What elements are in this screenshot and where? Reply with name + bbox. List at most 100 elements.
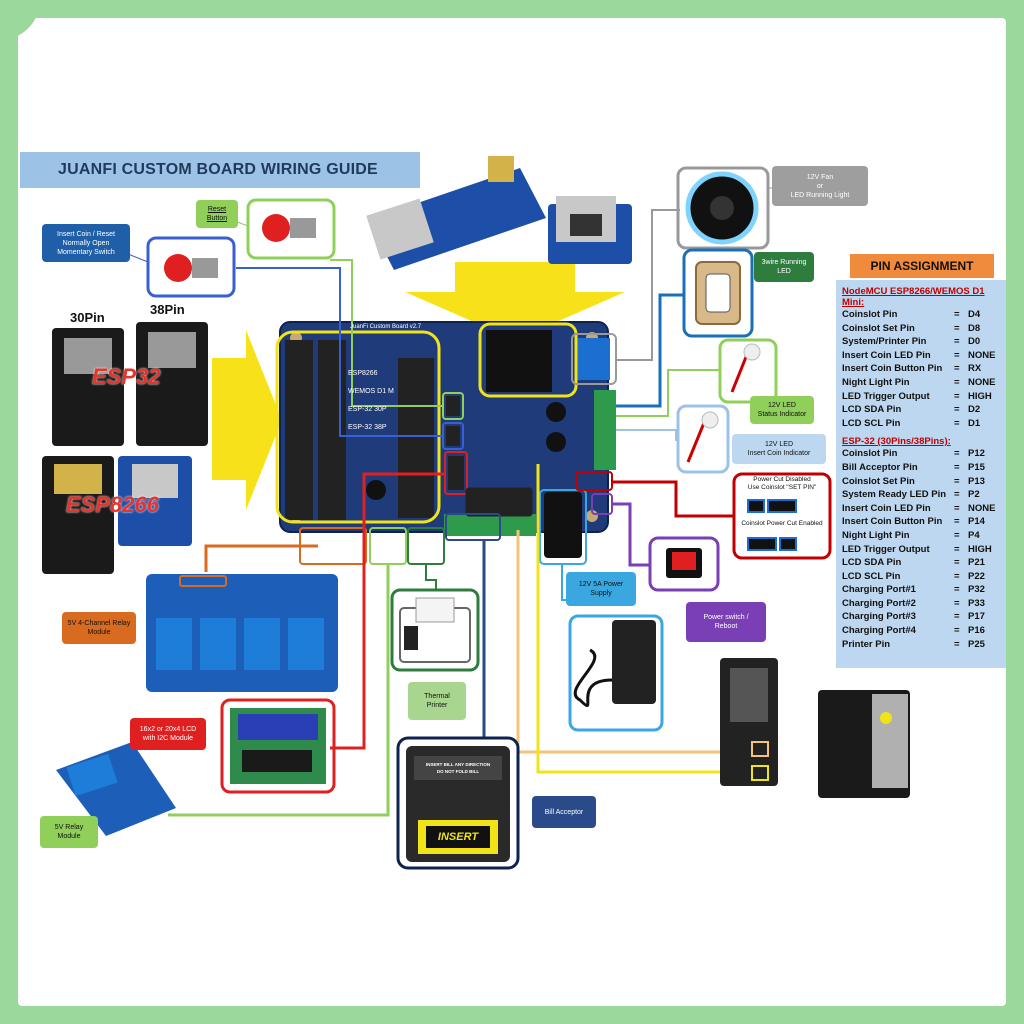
pin-value: P15 xyxy=(968,461,985,473)
wire-reset xyxy=(330,259,443,407)
pin-row: Coinslot Set Pin=P13 xyxy=(842,475,1000,489)
pin-equals: = xyxy=(954,448,960,460)
pin-value: D8 xyxy=(968,322,981,334)
wire-powercut xyxy=(612,480,734,518)
slot-label-esp32-38: ESP-32 38P xyxy=(348,424,387,431)
pin-name: Charging Port#2 xyxy=(842,597,916,609)
pin-row: Bill Acceptor Pin = P15 xyxy=(842,461,1000,475)
ethernet-header xyxy=(486,330,552,392)
pin-name: Bill Acceptor Pin xyxy=(842,461,918,473)
pin-name: LED Trigger Output xyxy=(842,543,930,555)
relay4-label: 5V 4-Channel Relay Module xyxy=(62,612,136,644)
pin-row: Insert Coin Button Pin=RX xyxy=(842,362,1000,376)
pin-name: System/Printer Pin xyxy=(842,336,927,348)
pin-equals: = xyxy=(954,363,960,375)
wire-coin-led xyxy=(616,429,678,441)
pin-name: Coinslot Set Pin xyxy=(842,322,915,334)
pin-value: P4 xyxy=(968,529,980,541)
pin-name: LED Trigger Output xyxy=(842,390,930,402)
pin-row: Coinslot Pin=P12 xyxy=(842,447,1000,461)
pin-value: P22 xyxy=(968,570,985,582)
pin-value: P2 xyxy=(968,489,980,501)
bill-acceptor-sticker-2: DO NOT FOLD BILL xyxy=(436,769,480,774)
pin-name: Insert Coin Button Pin xyxy=(842,516,943,528)
dc-jack xyxy=(544,492,582,558)
pin-value: P21 xyxy=(968,557,985,569)
slot-label-esp8266: ESP8266 xyxy=(348,370,378,377)
esp32-38pin-label: 38Pin xyxy=(150,302,185,317)
pin-name: LCD SDA Pin xyxy=(842,557,902,569)
pin-name: Charging Port#3 xyxy=(842,611,916,623)
pin-value: P16 xyxy=(968,625,985,637)
pin-equals: = xyxy=(954,309,960,320)
terminal-bottom xyxy=(444,514,536,536)
pin-equals: = xyxy=(954,638,960,650)
pin-value: P32 xyxy=(968,584,985,596)
arrow-to-esp-slot xyxy=(212,330,282,510)
pin-row: LCD SDA Pin=D2 xyxy=(842,403,1000,417)
power-switch-outline xyxy=(648,536,720,592)
arrow-to-ethernet xyxy=(405,262,625,340)
thermal-printer-outline xyxy=(390,588,480,672)
pin-row: System Ready LED Pin = P2 xyxy=(842,488,1000,502)
pin-equals: = xyxy=(954,349,960,361)
pin-equals: = xyxy=(954,461,960,473)
pin-equals: = xyxy=(954,322,960,334)
wire-fan xyxy=(616,209,680,361)
pin-value: P17 xyxy=(968,611,985,623)
pin-row: Night Light Pin=NONE xyxy=(842,376,1000,390)
pin-row: Coinslot Pin = D4 xyxy=(842,308,1000,322)
capacitor xyxy=(546,402,566,422)
coin-led-image xyxy=(701,411,719,429)
pin-value: D4 xyxy=(968,309,981,320)
pin-row: Printer Pin=P25 xyxy=(842,638,1000,652)
ethernet-module-w5500 xyxy=(366,156,546,270)
pin-name: Coinslot Pin xyxy=(842,448,898,460)
esp-header-inner xyxy=(398,358,434,518)
pin-section-esp32-title: ESP-32 (30Pins/38Pins): xyxy=(842,436,951,448)
pin-value: NONE xyxy=(968,349,996,361)
pin-equals: = xyxy=(954,516,960,528)
pin-equals: = xyxy=(954,502,960,514)
power-supply-image xyxy=(612,620,656,704)
ethernet-module-small xyxy=(548,196,632,264)
pin-name: System Ready LED Pin xyxy=(842,489,947,501)
pin-name: Insert Coin LED Pin xyxy=(842,349,931,361)
pin-value: D1 xyxy=(968,417,981,429)
status-led-label: 12V LED Status Indicator xyxy=(750,396,814,424)
relay-header-outline xyxy=(465,487,533,517)
pin-name: Insert Coin Button Pin xyxy=(842,363,943,375)
pin-name: Coinslot Pin xyxy=(842,309,898,320)
wire-power-switch xyxy=(612,502,650,567)
coinslot-pin-1 xyxy=(751,741,769,757)
wire-printer xyxy=(425,564,437,590)
pin-row: Insert Coin LED Pin = NONE xyxy=(842,349,1000,363)
running-led-outline xyxy=(682,248,754,338)
esp32-label: ESP32 xyxy=(92,364,161,389)
insert-coin-switch-outline xyxy=(146,236,236,298)
printer-pins-outline xyxy=(407,527,445,565)
pin-value: HIGH xyxy=(968,390,992,402)
pin-name: LCD SCL Pin xyxy=(842,570,901,582)
pin-equals: = xyxy=(954,390,960,402)
capacitor xyxy=(366,480,386,500)
pin-equals: = xyxy=(954,489,960,501)
bill-acceptor-outline xyxy=(396,736,520,870)
pin-value: HIGH xyxy=(968,543,992,555)
esp-header-right xyxy=(318,340,346,520)
pin-name: Coinslot Set Pin xyxy=(842,475,915,487)
pin-value: NONE xyxy=(968,376,996,388)
pin-name: Charging Port#1 xyxy=(842,584,916,596)
pin-section-esp8266-title: NodeMCU ESP8266/WEMOS D1 Mini: xyxy=(842,286,985,308)
pin-row: LCD SCL Pin=D1 xyxy=(842,417,1000,431)
lcd-label: 16x2 or 20x4 LCD with I2C Module xyxy=(130,718,206,750)
reset-button-image xyxy=(262,214,290,242)
coin-led-outline xyxy=(676,404,730,474)
bill-pins-outline xyxy=(445,513,501,541)
esp-slot-outline xyxy=(275,330,441,524)
esp8266-label: ESP8266 xyxy=(66,492,159,517)
reset-button-outline xyxy=(246,198,336,260)
pin-row: Charging Port#4=P16 xyxy=(842,624,1000,638)
pin-block xyxy=(446,426,460,446)
